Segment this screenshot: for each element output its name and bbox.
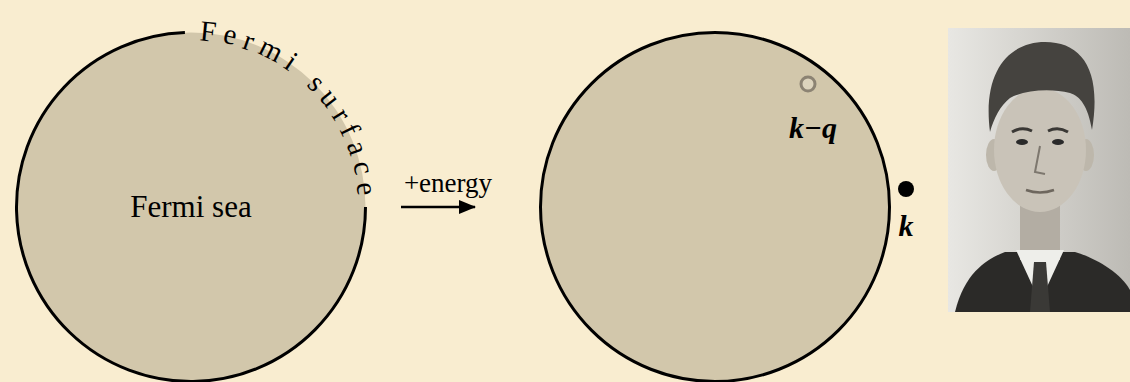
nose — [1035, 146, 1045, 174]
tie — [1030, 262, 1050, 312]
photo-background — [948, 28, 1130, 312]
surface-letter: s — [300, 67, 332, 99]
electron-dot — [898, 181, 914, 197]
surface-letter: i — [278, 46, 304, 78]
region-label: Fermi sea — [130, 189, 251, 225]
circle-region: Fermi surfaceFermi sea — [15, 31, 367, 382]
arrow-label: +energy — [404, 168, 492, 199]
eye — [1052, 139, 1064, 145]
momentum-label: k−q — [789, 111, 837, 146]
face — [994, 88, 1086, 212]
eyebrows — [1012, 129, 1068, 132]
fermi-sea-fill — [541, 33, 890, 382]
momentum-label: k — [899, 209, 914, 244]
surface-letter: F — [199, 14, 218, 49]
surface-letter: m — [253, 30, 288, 70]
portrait-photo — [948, 28, 1130, 312]
mouth — [1026, 190, 1054, 193]
surface-letter — [290, 56, 317, 86]
fermi-surface-line — [16, 33, 365, 382]
energy-arrow — [401, 206, 475, 209]
surface-letter: c — [345, 158, 380, 178]
surface-letter: e — [349, 180, 384, 196]
surface-letter: r — [239, 23, 259, 58]
surface-letter: u — [312, 82, 347, 114]
circle-outline — [539, 31, 891, 382]
fermi-sea-fill — [17, 33, 366, 382]
surface-letter: r — [325, 102, 358, 128]
hair — [989, 42, 1095, 132]
surface-letter: a — [339, 136, 375, 159]
fermi-surface-line — [541, 33, 890, 382]
eye — [1016, 139, 1028, 145]
circle-region: k−q — [539, 31, 891, 382]
hole-marker — [801, 77, 815, 91]
surface-letter: f — [333, 118, 367, 141]
surface-letter: e — [220, 17, 240, 52]
